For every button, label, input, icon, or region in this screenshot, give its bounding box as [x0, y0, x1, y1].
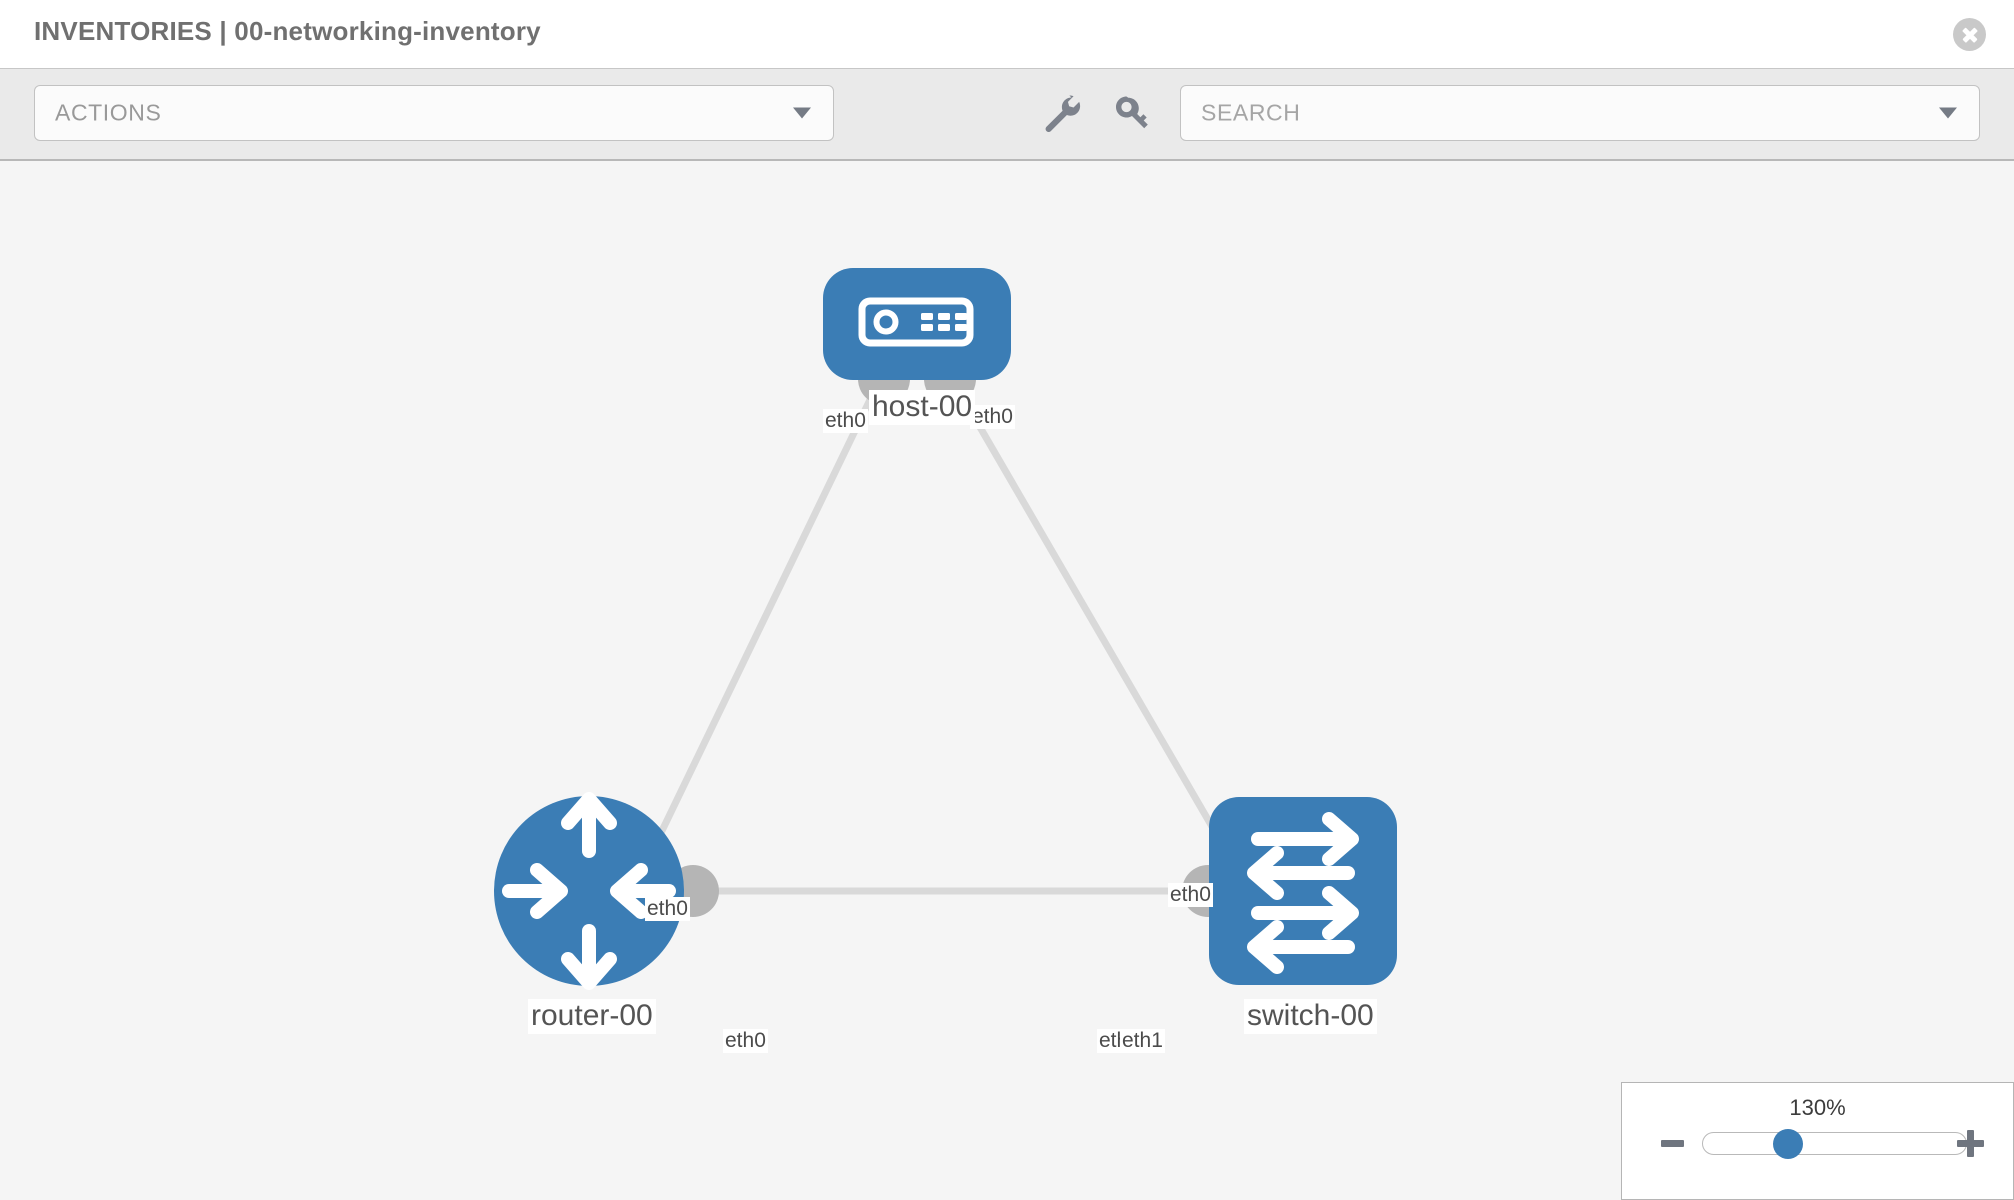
zoom-slider-track[interactable] — [1702, 1132, 1967, 1155]
search-placeholder: SEARCH — [1201, 99, 1301, 126]
interface-label: eth0 — [1168, 883, 1213, 908]
edge-host-switch — [948, 377, 1236, 863]
interface-label: eth0 — [723, 1029, 768, 1054]
page-header: INVENTORIES | 00-networking-inventory — [0, 0, 2014, 68]
node-label-router-00: router-00 — [528, 999, 656, 1034]
plus-icon[interactable] — [1957, 1130, 1984, 1157]
node-host-00 — [823, 268, 1011, 380]
node-switch-00 — [1209, 797, 1397, 985]
topology-edges — [640, 377, 1255, 895]
close-icon[interactable] — [1953, 18, 1986, 51]
interface-label: eth1 — [1120, 1029, 1165, 1054]
topology-canvas[interactable]: eth0 eth0 eth0 eth0 eth0 eth0 eth1 host-… — [0, 161, 2014, 1200]
node-label-switch-00: switch-00 — [1244, 999, 1377, 1034]
node-router-00 — [494, 792, 684, 990]
interface-label: eth0 — [645, 897, 690, 922]
actions-dropdown[interactable]: ACTIONS — [34, 85, 834, 141]
topology-graph — [494, 268, 1397, 990]
zoom-percent-label: 130% — [1789, 1095, 1846, 1120]
interface-label: eth0 — [970, 405, 1015, 430]
wrench-icon[interactable] — [1033, 87, 1085, 139]
key-icon[interactable] — [1106, 87, 1158, 139]
zoom-control-panel: 130% — [1621, 1082, 2014, 1200]
search-input[interactable]: SEARCH — [1180, 85, 1980, 141]
chevron-down-icon — [1939, 107, 1957, 119]
edge-host-router — [641, 377, 884, 868]
chevron-down-icon — [793, 107, 811, 119]
toolbar: ACTIONS SEARCH — [0, 68, 2014, 161]
interface-label: eth0 — [823, 409, 868, 434]
zoom-slider-thumb[interactable] — [1773, 1129, 1803, 1159]
actions-dropdown-label: ACTIONS — [55, 99, 162, 126]
minus-icon[interactable] — [1661, 1140, 1684, 1147]
node-label-host-00: host-00 — [869, 390, 976, 425]
page-title: INVENTORIES | 00-networking-inventory — [34, 16, 541, 46]
